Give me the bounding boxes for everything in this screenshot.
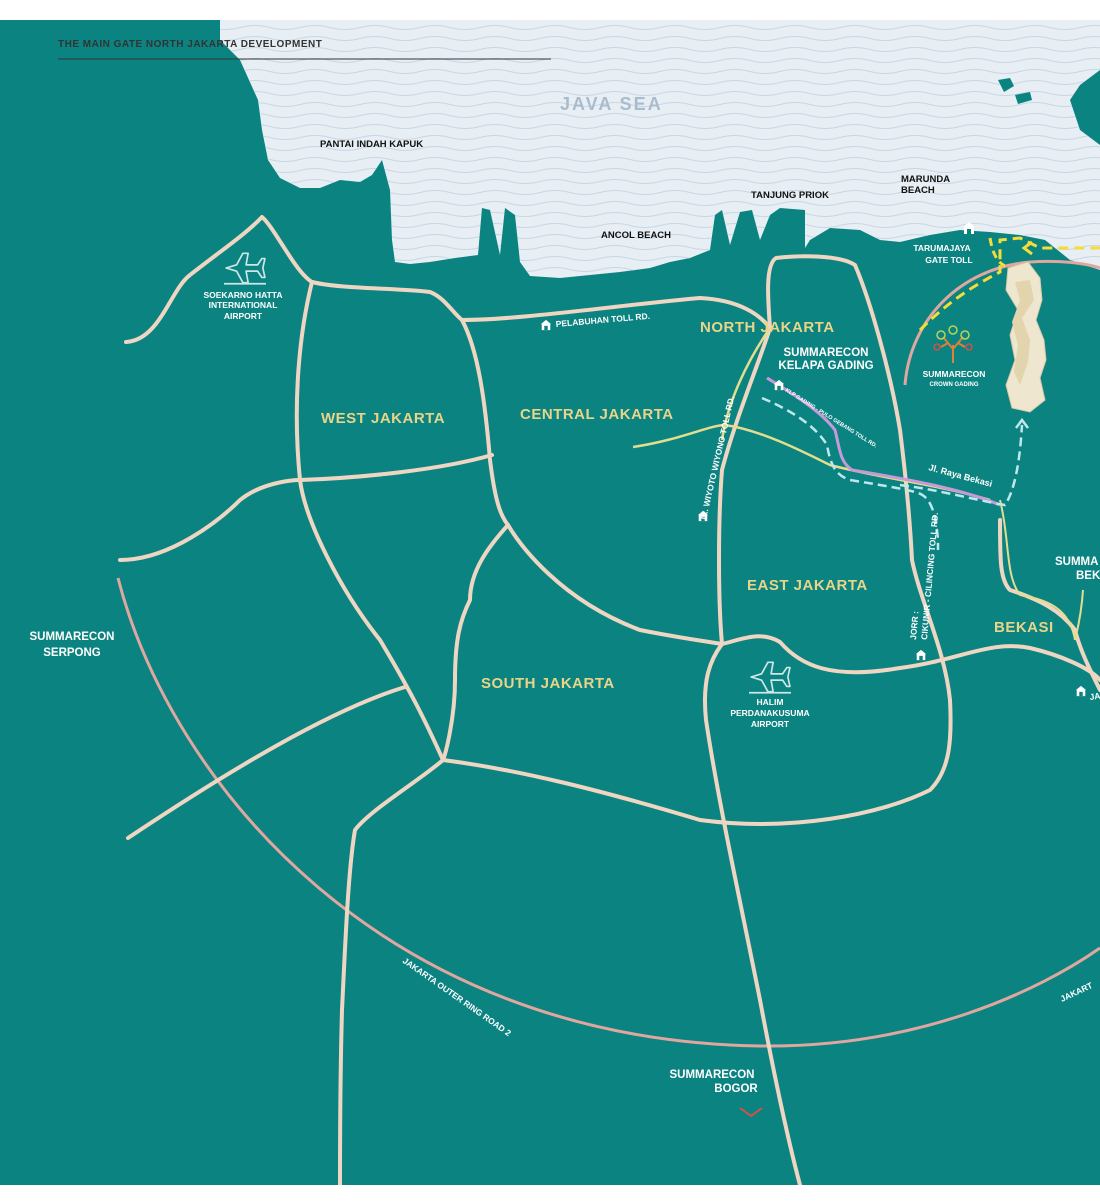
tarumajaya-label-2: GATE TOLL: [925, 255, 972, 265]
south-jakarta-label: SOUTH JAKARTA: [481, 675, 615, 692]
kelapa-gading-label-1: SUMMARECON: [784, 347, 869, 359]
north-jakarta-label: NORTH JAKARTA: [700, 319, 835, 336]
east-jakarta-label: EAST JAKARTA: [747, 577, 868, 594]
jorr-label-1: JORR :: [908, 610, 920, 640]
halim-label-2: PERDANAKUSUMA: [730, 708, 809, 718]
outer-ring-road-2: [116, 577, 1100, 1048]
serpong-label-1: SUMMARECON: [30, 631, 115, 643]
header-title: THE MAIN GATE NORTH JAKARTA DEVELOPMENT: [58, 39, 322, 50]
planned-route-dashed-2: [899, 424, 1024, 507]
marunda-label-2: BEACH: [901, 185, 935, 196]
arrow-left-icon: [1021, 240, 1033, 256]
halim-label-1: HALIM: [757, 697, 784, 707]
west-jakarta-label: WEST JAKARTA: [321, 410, 445, 427]
marunda-label-1: MARUNDA: [901, 174, 950, 185]
crown-gading-label-2: CROWN GADING: [930, 382, 979, 388]
bogor-label-2: BOGOR: [714, 1083, 758, 1095]
central-jakarta-label: CENTRAL JAKARTA: [520, 406, 674, 423]
bekasi-summarecon-label-2: BEK: [1076, 570, 1100, 582]
soekarno-hatta-label-2: INTERNATIONAL: [209, 300, 278, 310]
access-route-yellow: [918, 236, 1100, 332]
soekarno-hatta-label-1: SOEKARNO HATTA: [203, 290, 282, 300]
pantai-indah-kapuk-label: PANTAI INDAH KAPUK: [320, 139, 423, 150]
soekarno-hatta-label-3: AIRPORT: [224, 311, 263, 321]
crown-gading-label-1: SUMMARECON: [923, 369, 986, 379]
route-bekasi: [999, 499, 1076, 641]
access-route-yellow-2: [988, 237, 1006, 268]
kelapa-gading-label-2: KELAPA GADING: [778, 360, 873, 372]
ja-road-label: JA: [1089, 691, 1100, 702]
serpong-label-2: SERPONG: [43, 647, 101, 659]
bekasi-label: BEKASI: [994, 619, 1054, 636]
toll-road-wiyoto: [720, 327, 772, 441]
crown-gading-blocks: [1012, 280, 1034, 385]
tree-logo-icon: [933, 325, 973, 363]
halim-label-3: AIRPORT: [751, 719, 790, 729]
planned-route-dashed: [761, 396, 940, 550]
tanjung-priok-label: TANJUNG PRIOK: [751, 190, 829, 201]
java-sea: [220, 20, 1100, 278]
ancol-beach-label: ANCOL BEACH: [601, 230, 671, 241]
java-sea-label: JAVA SEA: [560, 94, 663, 114]
chevron-down-icon: [739, 1107, 763, 1118]
east-ring-road: [903, 259, 1100, 386]
road-network: [118, 215, 1100, 1187]
bogor-label-1: SUMMARECON: [670, 1069, 755, 1081]
tarumajaya-label-1: TARUMAJAYA: [913, 243, 970, 253]
arrow-up-icon: [1015, 417, 1029, 429]
route-bekasi-branch: [1074, 589, 1084, 641]
klp-gading-toll-road: [766, 376, 1001, 507]
bekasi-summarecon-label-1: SUMMA: [1055, 556, 1098, 568]
bottom-margin: [0, 1185, 1100, 1202]
